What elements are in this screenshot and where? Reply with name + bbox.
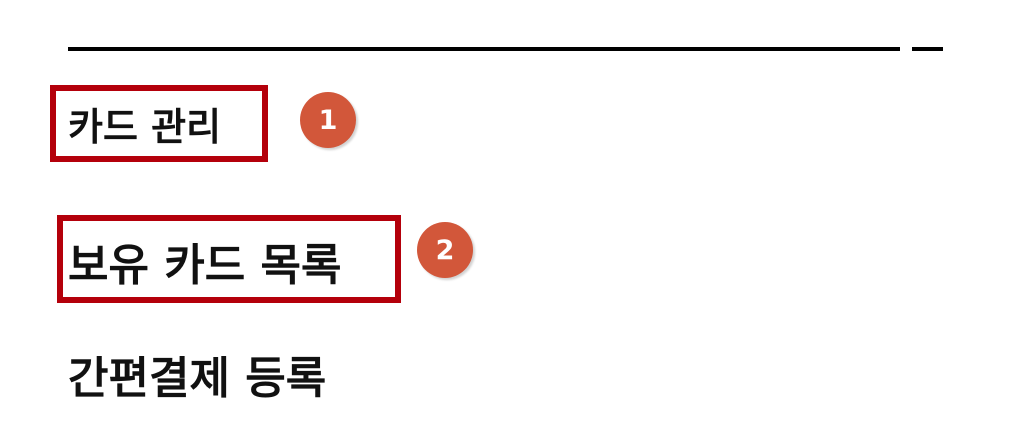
top-divider-short: [912, 47, 943, 51]
highlight-box-owned-card-list: [57, 215, 401, 303]
menu-item-owned-card-list[interactable]: 보유 카드 목록: [68, 240, 342, 291]
step-badge-1: 1: [300, 92, 356, 148]
highlight-box-card-management: [50, 85, 268, 162]
menu-item-easy-payment-registration[interactable]: 간편결제 등록: [68, 353, 327, 404]
menu-item-card-management[interactable]: 카드 관리: [68, 105, 222, 149]
top-divider: [68, 47, 900, 51]
step-badge-2: 2: [417, 222, 473, 278]
